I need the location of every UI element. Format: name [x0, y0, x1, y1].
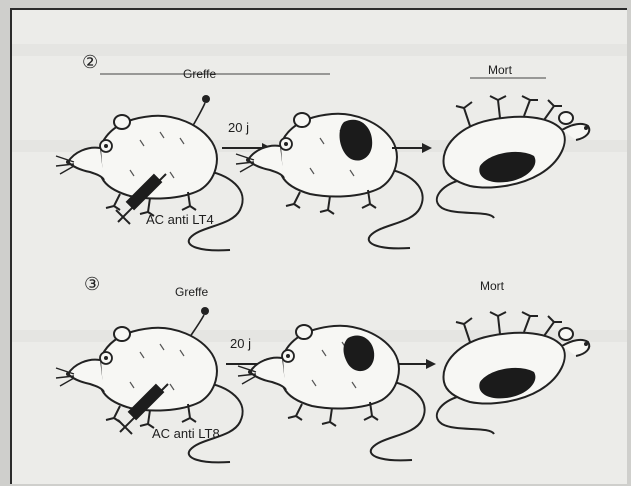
panel-2: ② Greffe Mort AC anti LT4 20 j [55, 52, 591, 252]
death-label: Mort [488, 63, 513, 77]
antibody-label: AC anti LT4 [146, 212, 214, 227]
panel-number: ② [82, 52, 98, 72]
mouse-icon [237, 324, 426, 462]
syringe-icon [117, 383, 169, 435]
tumor-mark [339, 119, 373, 161]
dead-mouse-icon [435, 311, 591, 435]
tumor-mark [343, 335, 375, 372]
panel-number: ③ [84, 274, 100, 294]
panel-3: ③ Greffe Mort AC anti LT8 20 j [55, 274, 591, 464]
arrow-right-icon [392, 143, 432, 153]
syringe-icon [115, 173, 167, 225]
graft-dot [201, 307, 209, 315]
arrow-right-icon [398, 359, 436, 369]
graft-dot [202, 95, 210, 103]
time-label: 20 j [230, 336, 251, 351]
time-label: 20 j [228, 120, 249, 135]
death-label: Mort [480, 279, 505, 293]
dead-mouse-icon [435, 95, 591, 219]
antibody-label: AC anti LT8 [152, 426, 220, 441]
scan-band [12, 44, 627, 56]
graft-label: Greffe [175, 285, 208, 299]
graft-label: Greffe [183, 67, 216, 81]
mouse-icon [235, 112, 424, 250]
